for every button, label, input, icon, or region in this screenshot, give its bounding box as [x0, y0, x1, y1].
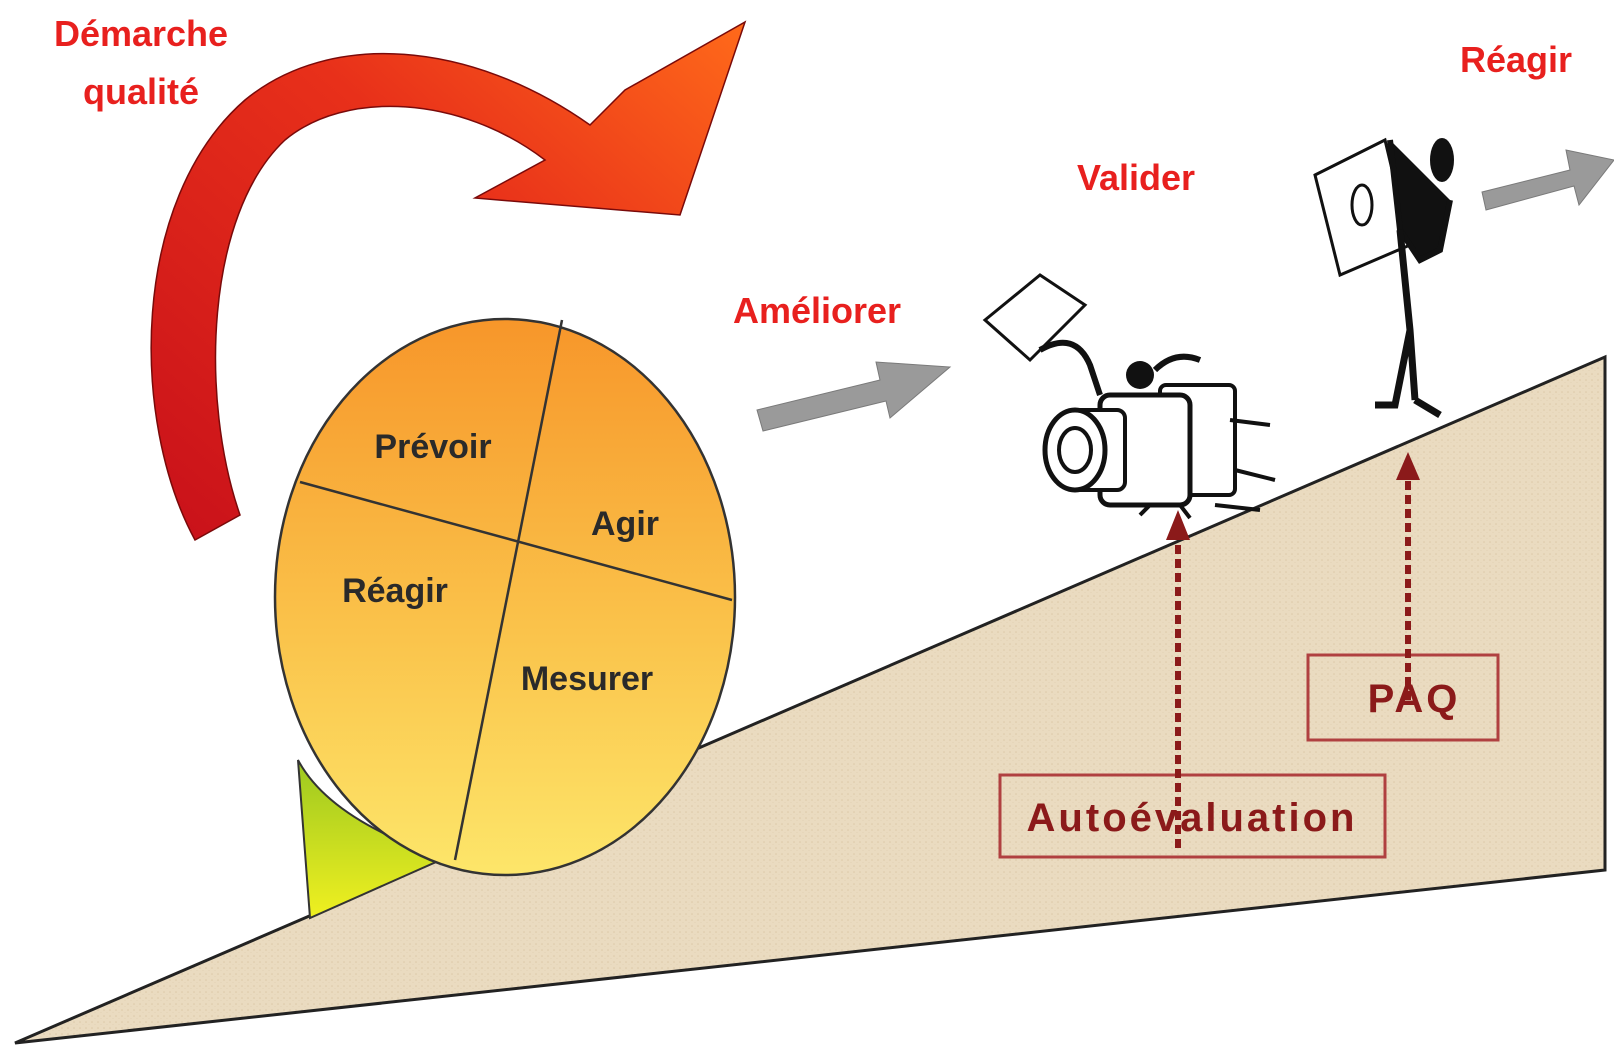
person-with-sign-icon — [1313, 137, 1454, 419]
wheel-label-prevoir: Prévoir — [374, 428, 491, 466]
dotted-arrow-autoevaluation — [1166, 510, 1190, 848]
curved-arrow-icon — [150, 20, 747, 542]
grey-arrow-icon-1 — [756, 361, 952, 432]
wheel-label-agir: Agir — [591, 505, 659, 543]
paq-label: PAQ — [1368, 677, 1461, 721]
autoevaluation-box — [998, 773, 1387, 859]
ramp — [14, 354, 1607, 1045]
title-line-1: Démarche — [54, 13, 228, 54]
step-label-reagir: Réagir — [1460, 39, 1572, 80]
paq-box — [1306, 653, 1500, 742]
dotted-arrow-paq — [1396, 452, 1420, 700]
grey-arrow-icon-2 — [1481, 149, 1614, 211]
wheel-label-mesurer: Mesurer — [521, 660, 653, 698]
autoevaluation-label: Autoévaluation — [1027, 796, 1358, 840]
title-line-2: qualité — [83, 71, 199, 112]
pdca-wheel: Prévoir Agir Réagir Mesurer — [273, 317, 737, 877]
step-label-valider: Valider — [1077, 157, 1195, 198]
step-label-ameliorer: Améliorer — [733, 290, 901, 331]
wheel-label-reagir: Réagir — [342, 572, 448, 610]
camera-figure-icon — [982, 273, 1276, 520]
